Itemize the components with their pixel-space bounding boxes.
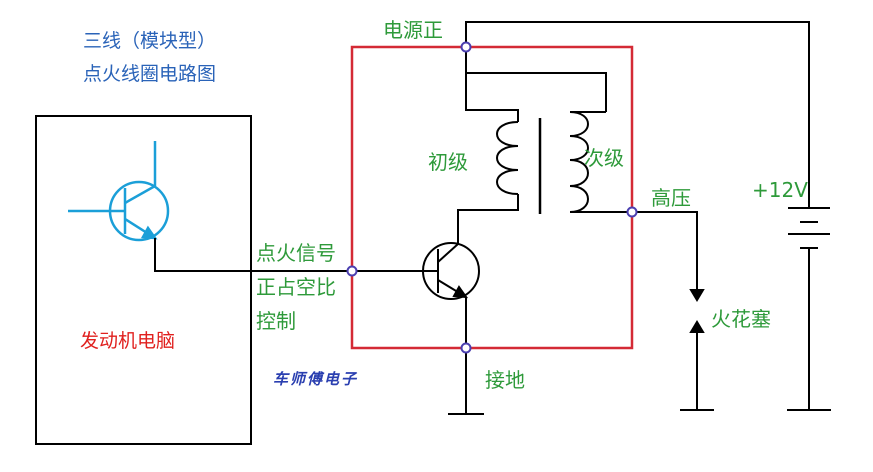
- ecu-transistor: [68, 141, 170, 242]
- primary-top-lead: [465, 73, 519, 122]
- ecu-label: 发动机电脑: [80, 330, 176, 352]
- node-power: [460, 41, 472, 53]
- ground-label: 接地: [485, 368, 525, 392]
- node-dots: [346, 41, 638, 354]
- node-high-voltage: [626, 206, 638, 218]
- primary-coil-label: 初级: [428, 150, 468, 174]
- power-positive-label: 电源正: [383, 18, 443, 42]
- signal-label-line2: 正占空比: [256, 275, 336, 299]
- spark-plug-symbol: [680, 289, 714, 411]
- power-wire: [465, 21, 810, 208]
- ecu-box: [35, 115, 252, 445]
- primary-bottom-lead: [457, 194, 519, 244]
- high-voltage-wire: [570, 211, 698, 292]
- high-voltage-label: 高压: [651, 186, 691, 210]
- signal-wire: [154, 238, 352, 272]
- signal-label-line1: 点火信号: [256, 241, 336, 265]
- diagram-title-line1: 三线（模块型）: [83, 30, 217, 52]
- battery-voltage-label: +12V: [752, 178, 808, 202]
- spark-plug-label: 火花塞: [711, 307, 771, 331]
- primary-wire: [465, 47, 607, 112]
- primary-coil: [496, 121, 519, 195]
- node-signal: [346, 265, 358, 277]
- diagram-title-line2: 点火线圈电路图: [83, 63, 217, 85]
- battery-symbol: [787, 207, 831, 411]
- watermark-text: 车师傅电子: [273, 370, 359, 388]
- secondary-coil-label: 次级: [584, 146, 624, 170]
- node-ground: [460, 342, 472, 354]
- ignition-module-box: [350, 45, 634, 350]
- module-transistor: [352, 242, 480, 300]
- secondary-coil: [569, 111, 589, 213]
- signal-label-line3: 控制: [256, 309, 296, 333]
